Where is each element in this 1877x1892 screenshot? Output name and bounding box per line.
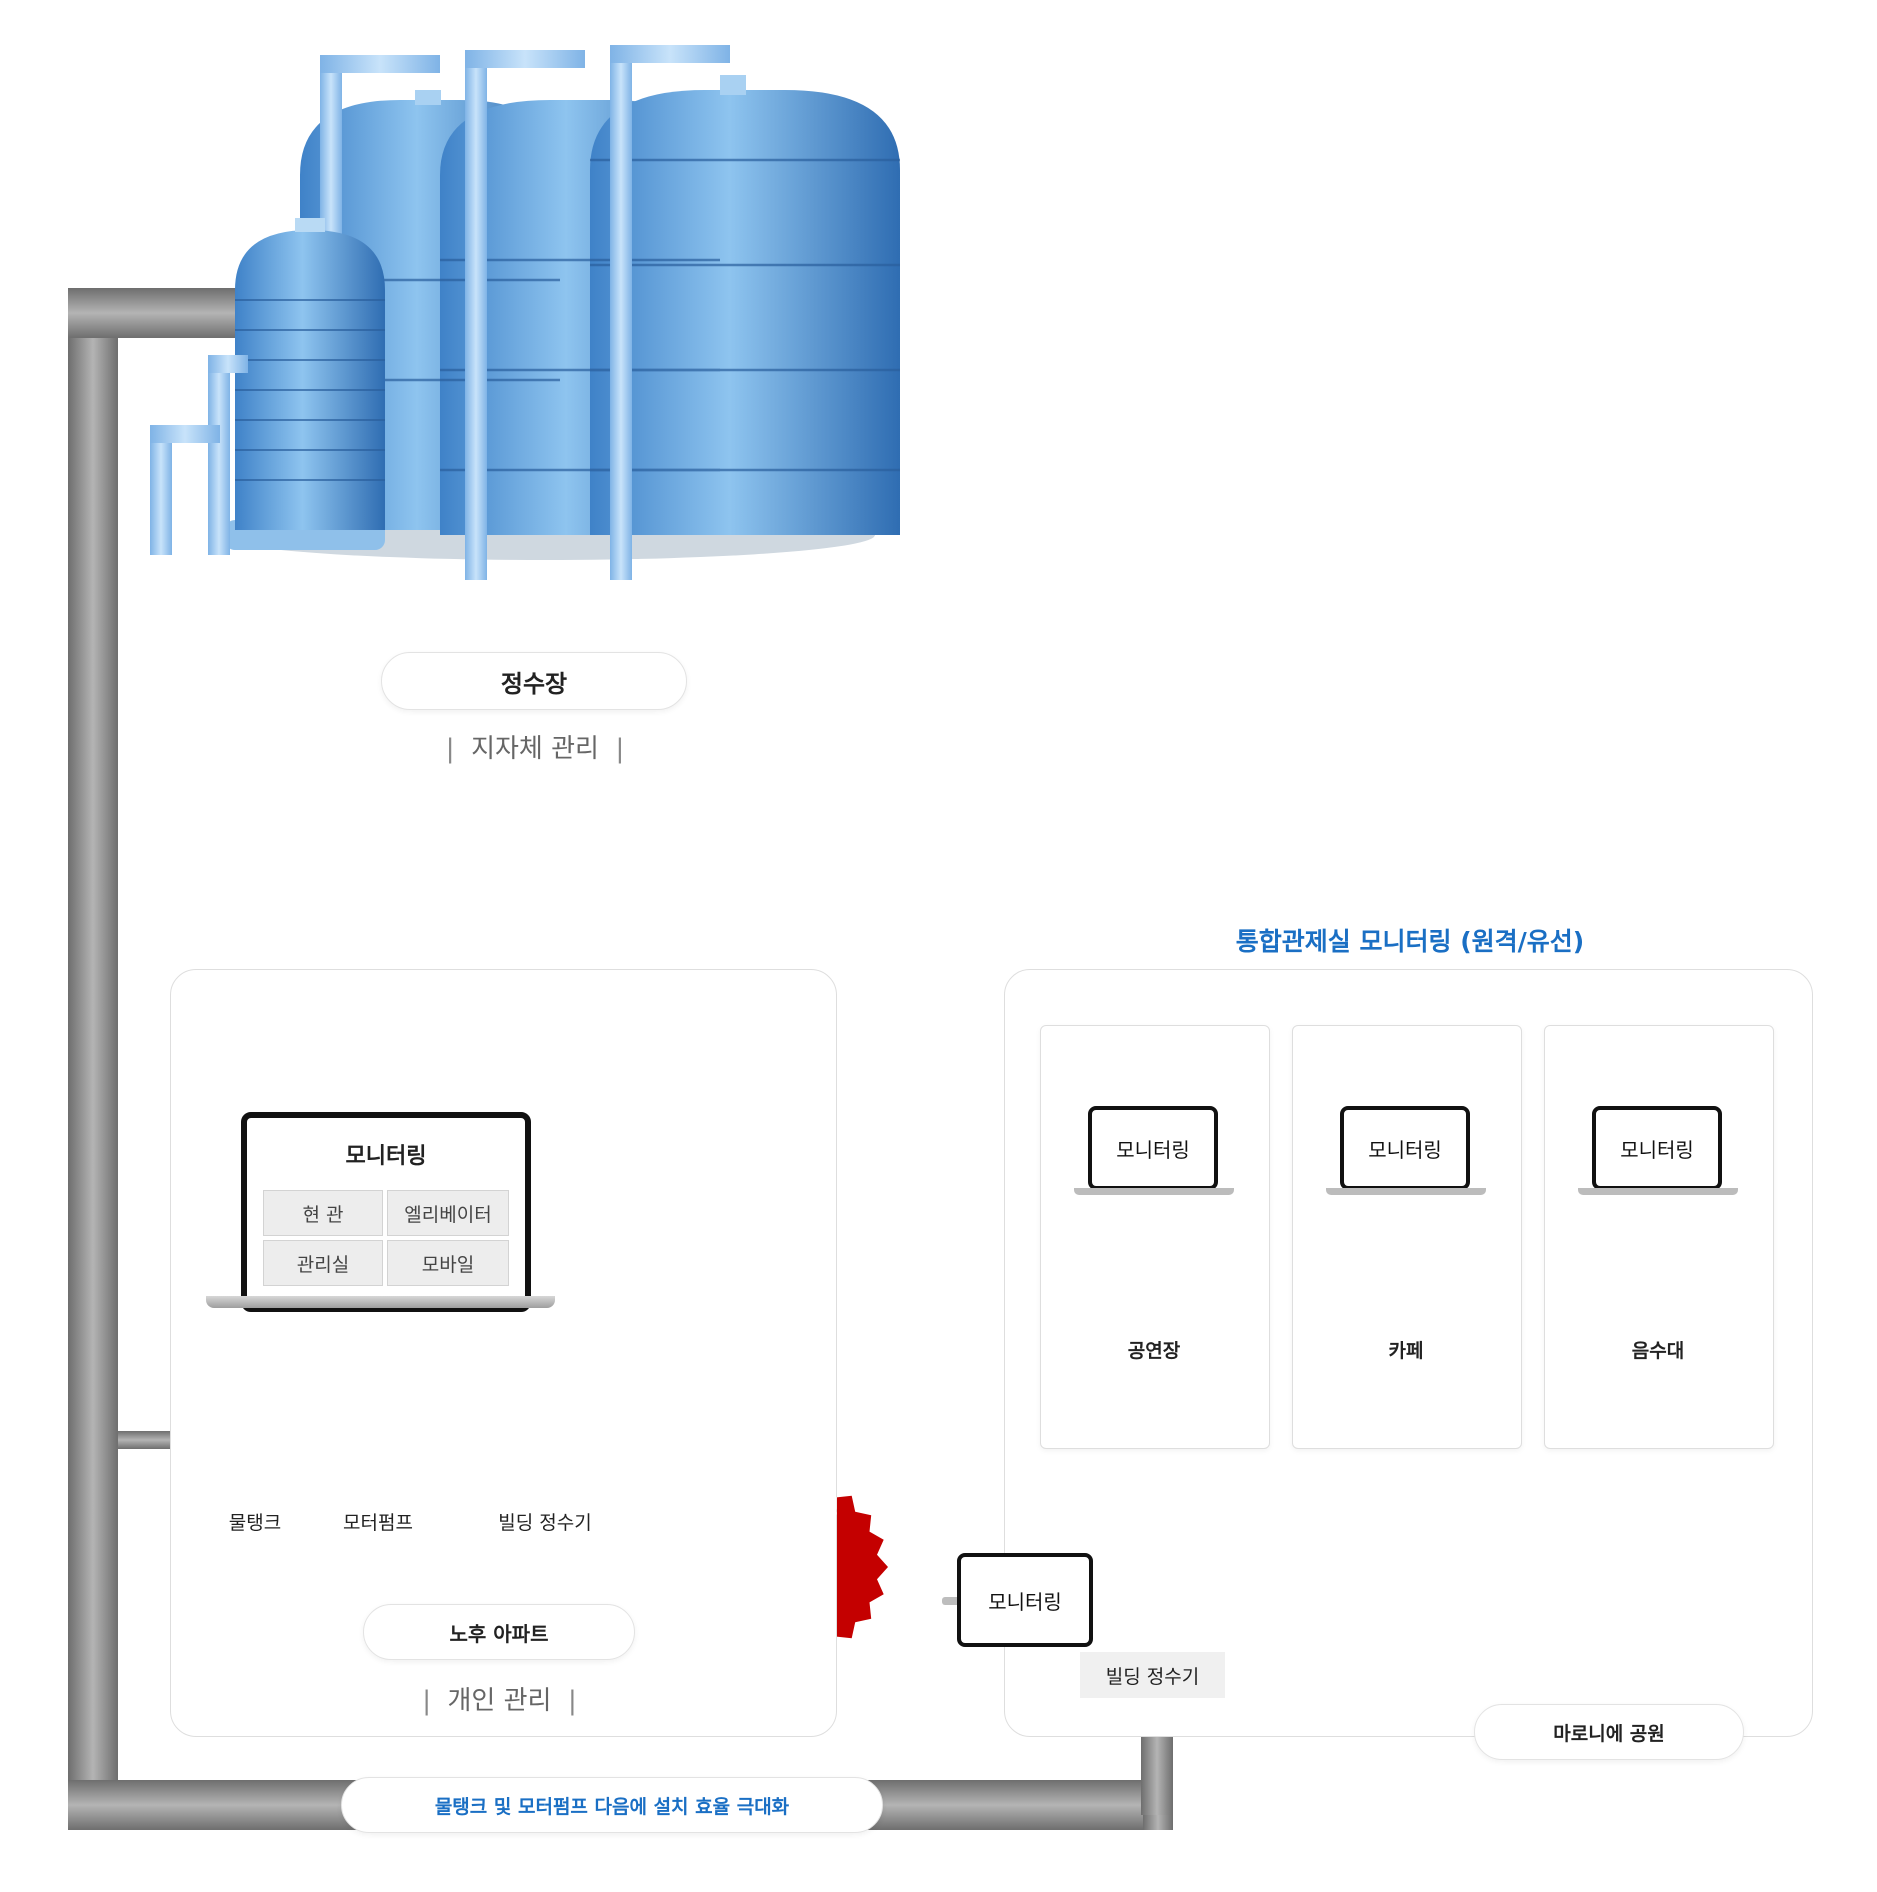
laptop-base — [1578, 1188, 1738, 1195]
tank-label: 물탱크 — [228, 1512, 282, 1534]
venue-label-concert-hall: 공연장 — [1127, 1340, 1181, 1362]
divider: | — [598, 734, 625, 764]
divider: | — [551, 1686, 577, 1716]
laptop-base — [206, 1296, 555, 1308]
monitor-cell-elevator: 엘리베이터 — [387, 1190, 509, 1236]
apartment-subtitle-text: 개인 관리 — [447, 1686, 552, 1716]
badge-line: 설치 전 — [773, 1530, 827, 1550]
water-tank-icon — [150, 45, 900, 580]
control-room-heading: 통합관제실 모니터링 (원격/유선) — [1235, 927, 1585, 956]
badge-line: 가장 먼 곳 — [763, 1578, 837, 1598]
badge-line: 설치 전 — [1377, 1604, 1431, 1624]
plant-subtitle-text: 지자체 관리 — [471, 734, 599, 764]
venue-card-fountain — [1544, 1025, 1774, 1449]
monitor-cell-entrance: 현 관 — [263, 1190, 383, 1236]
measure-badge-apartment: 수질측정 설치 전 설치 후 가장 먼 곳 — [710, 1492, 890, 1600]
park-laptop-monitor: 모니터링 — [957, 1553, 1093, 1647]
plant-title: 정수장 — [381, 652, 687, 710]
monitor-cell-mobile: 모바일 — [387, 1240, 509, 1286]
park-title: 마로니에 공원 — [1474, 1704, 1744, 1760]
venue-label-cafe: 카페 — [1388, 1340, 1424, 1362]
park-purifier-label: 빌딩 정수기 — [1080, 1652, 1225, 1698]
divider: | — [445, 734, 472, 764]
laptop-icon: 모니터링 현 관 엘리베이터 관리실 모바일 — [241, 1112, 531, 1312]
laptop-base — [1326, 1188, 1486, 1195]
pump-label: 모터펌프 — [343, 1512, 413, 1534]
divider: | — [422, 1686, 448, 1716]
venue-monitor-fountain: 모니터링 — [1592, 1106, 1722, 1190]
badge-title: 수질측정 — [1365, 1570, 1443, 1594]
plant-subtitle: | 지자체 관리 | — [440, 728, 630, 765]
purifier-label: 빌딩 정수기 — [498, 1512, 592, 1534]
laptop-base — [1074, 1188, 1234, 1195]
apartment-subtitle: | 개인 관리 | — [412, 1680, 587, 1717]
badge-title: 수질측정 — [761, 1496, 839, 1520]
apartment-title: 노후 아파트 — [363, 1604, 635, 1660]
footer-note: 물탱크 및 모터펌프 다음에 설치 효율 극대화 — [341, 1777, 883, 1833]
monitor-cell-office: 관리실 — [263, 1240, 383, 1286]
venue-monitor-cafe: 모니터링 — [1340, 1106, 1470, 1190]
monitor-title: 모니터링 — [345, 1144, 427, 1169]
badge-line: 설치 후 — [1377, 1628, 1431, 1648]
badge-line: 가장 먼 곳 — [1367, 1652, 1441, 1672]
badge-line: 설치 후 — [773, 1554, 827, 1574]
venue-card-concert-hall — [1040, 1025, 1270, 1449]
venue-label-fountain: 음수대 — [1631, 1340, 1685, 1362]
venue-monitor-concert-hall: 모니터링 — [1088, 1106, 1218, 1190]
venue-card-cafe — [1292, 1025, 1522, 1449]
measure-badge-park: 수질측정 설치 전 설치 후 가장 먼 곳 — [1314, 1566, 1494, 1674]
